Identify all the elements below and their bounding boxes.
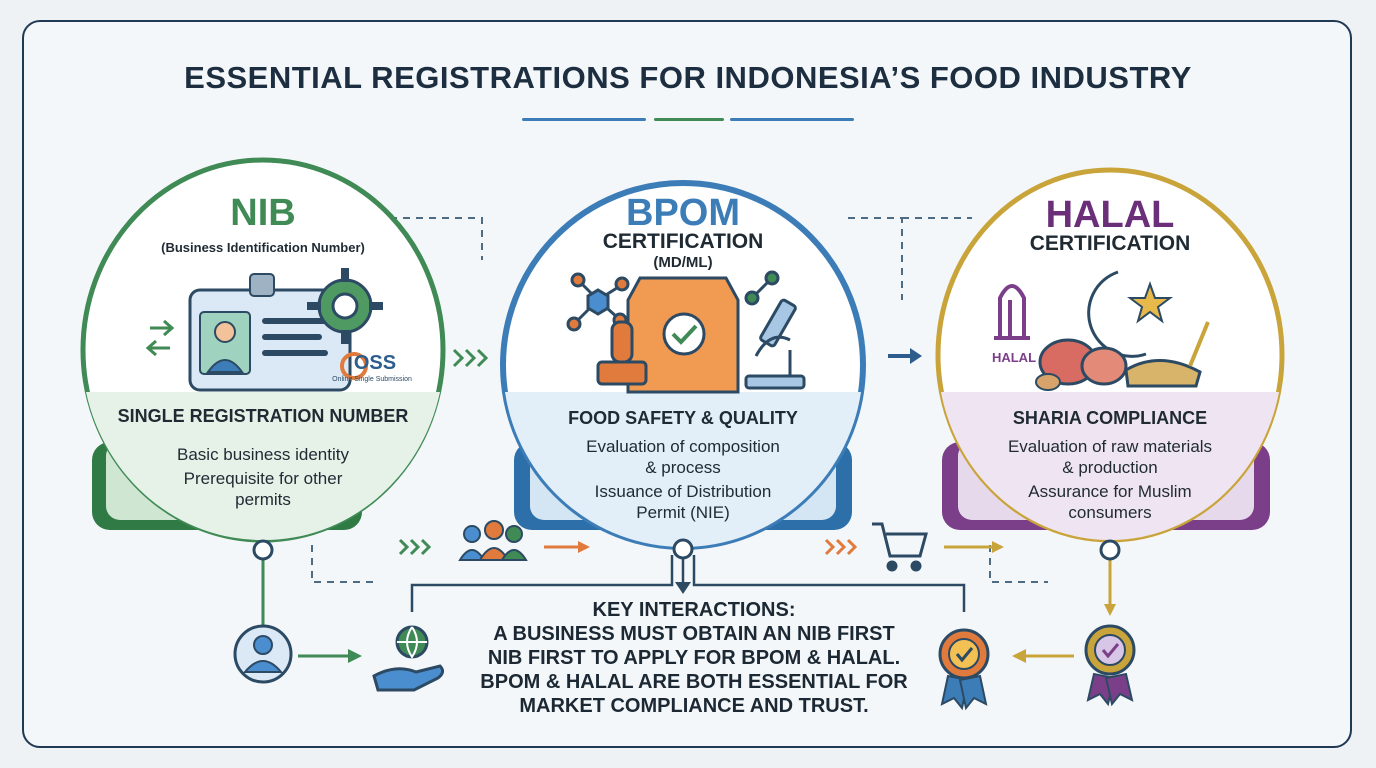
key-line-4: BPOM & HALAL ARE BOTH ESSENTIAL FOR — [480, 671, 908, 693]
arrow-orange-left — [544, 541, 590, 553]
grain-bowl-icon — [1124, 321, 1210, 388]
bpom-lower-band — [505, 392, 861, 547]
bpom-subheading: CERTIFICATION — [602, 230, 764, 253]
oss-caption: Online Single Submission — [332, 376, 412, 383]
globe-hand-icon — [372, 625, 445, 692]
oss-logo-icon — [340, 352, 368, 380]
halal-subheading: CERTIFICATION — [1029, 232, 1191, 255]
halal-line-1: Evaluation of raw materials — [1007, 437, 1213, 456]
nib-section-title: SINGLE REGISTRATION NUMBER — [117, 406, 409, 426]
user-icon — [233, 624, 293, 684]
bpom-section-title: FOOD SAFETY & QUALITY — [568, 408, 798, 428]
id-card-icon — [188, 273, 352, 392]
nib-line-2: Prerequisite for other — [183, 469, 343, 488]
arrow-nib-to-bpom — [452, 348, 489, 368]
microscope-icon — [744, 298, 806, 390]
title-underline-green — [654, 118, 724, 121]
key-line-5: MARKET COMPLIANCE AND TRUST. — [519, 695, 869, 717]
bpom-line-2: & process — [645, 458, 721, 477]
nib-node — [252, 539, 274, 561]
transfer-arrows-icon — [145, 319, 175, 357]
nib-line-3: permits — [235, 490, 291, 509]
oss-label: OSS — [353, 352, 397, 374]
nib-subheading: (Business Identification Number) — [161, 240, 365, 255]
gear-icon — [307, 268, 383, 344]
flow-chevrons-right — [824, 538, 858, 556]
arrow-user-to-hand — [298, 649, 362, 663]
title-underline-blue-2 — [730, 118, 854, 121]
halal-down-arrow — [1104, 604, 1116, 616]
halal-logo-text: HALAL — [991, 350, 1037, 365]
key-line-1: KEY INTERACTIONS: — [592, 599, 796, 621]
halal-node — [1099, 539, 1121, 561]
stamp-icon — [596, 320, 648, 386]
bpom-heading: BPOM — [626, 192, 740, 234]
crescent-moon-icon — [1087, 270, 1147, 358]
nib-heading: NIB — [230, 192, 296, 234]
bpom-node — [672, 538, 694, 560]
bpom-line-1: Evaluation of composition — [586, 437, 780, 456]
arrow-halal-to-badge — [1012, 649, 1074, 663]
key-line-2: A BUSINESS MUST OBTAIN AN NIB FIRST — [493, 623, 895, 645]
arrow-bpom-to-halal — [888, 348, 922, 364]
page-title: ESSENTIAL REGISTRATIONS FOR INDONESIA’S … — [184, 60, 1192, 95]
award-badge-icon — [938, 628, 990, 711]
dashed-connectors — [311, 217, 1048, 583]
nib-line-1: Basic business identity — [177, 445, 349, 464]
bpom-down-arrow — [675, 582, 691, 594]
key-line-3: NIB FIRST TO APPLY FOR BPOM & HALAL. — [487, 647, 901, 669]
halal-line-2: & production — [1062, 458, 1158, 477]
meat-icon — [1035, 338, 1128, 391]
halal-line-4: consumers — [1068, 503, 1152, 522]
bpom-branch-connector — [410, 555, 966, 612]
bpom-line-3: Issuance of Distribution — [594, 482, 772, 501]
halal-lower-band — [941, 392, 1279, 541]
bpom-line-4: Permit (NIE) — [636, 503, 730, 522]
halal-section-title: SHARIA COMPLIANCE — [1012, 408, 1208, 428]
halal-badge-icon — [1084, 624, 1136, 707]
halal-logo-icon — [994, 284, 1030, 340]
halal-heading: HALAL — [1045, 194, 1175, 236]
key-interactions: KEY INTERACTIONS: A BUSINESS MUST OBTAIN… — [464, 598, 924, 718]
molecule-icon — [566, 272, 630, 332]
people-group-icon — [458, 520, 528, 561]
arrow-gold-right — [944, 541, 1004, 553]
flow-chevrons-left — [398, 538, 432, 556]
nib-lower-band — [86, 392, 440, 541]
star-icon — [1127, 281, 1173, 324]
molecule-small-icon — [744, 270, 780, 306]
bpom-code: (MD/ML) — [653, 254, 713, 271]
title-underline-blue — [522, 118, 646, 121]
shopping-cart-icon — [872, 522, 928, 572]
halal-line-3: Assurance for Muslim — [1028, 482, 1192, 501]
food-package-icon — [626, 276, 740, 394]
